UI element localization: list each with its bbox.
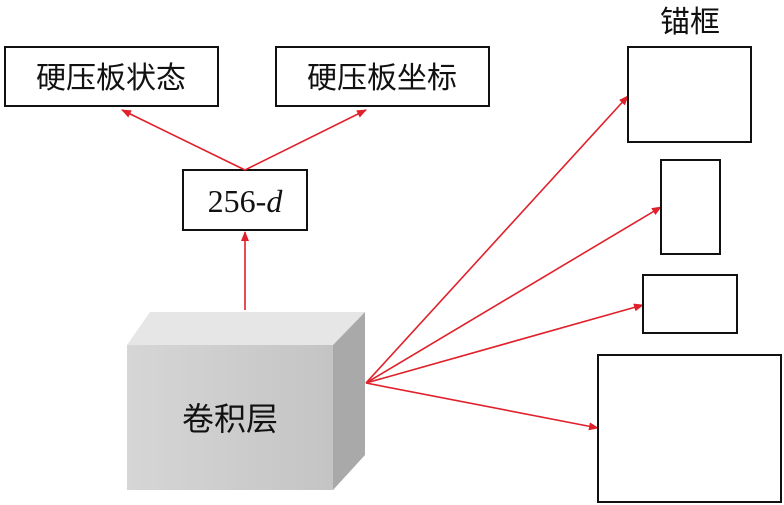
hard-plate-coords-label: 硬压板坐标: [307, 61, 457, 96]
arrow-to-anchor-4: [365, 382, 599, 431]
arrow-feature-to-state: [121, 109, 246, 171]
arrow-to-anchor-3: [365, 303, 644, 384]
feature-dim-label: 256-d: [208, 183, 284, 219]
feature-vector-box: 256-d: [182, 169, 308, 231]
conv-layer-cube: 卷积层: [127, 312, 365, 490]
cube-front-face: [127, 345, 333, 490]
anchor-box-2: [660, 159, 721, 255]
anchor-box-3: [642, 274, 738, 334]
cube-side-face: [333, 312, 365, 490]
arrow-feature-to-coords: [244, 109, 367, 171]
hard-plate-state-label: 硬压板状态: [36, 61, 186, 96]
arrow-to-anchor-1: [365, 95, 629, 384]
hard-plate-coords-box: 硬压板坐标: [275, 46, 490, 107]
cube-top-face: [127, 312, 365, 345]
conv-layer-label: 卷积层: [182, 400, 278, 438]
anchor-box-1: [627, 46, 752, 143]
anchor-boxes-title: 锚框: [660, 5, 720, 40]
hard-plate-state-box: 硬压板状态: [4, 46, 219, 107]
anchor-box-4: [597, 354, 782, 503]
arrows: [121, 95, 662, 431]
arrow-to-anchor-2: [365, 206, 662, 384]
